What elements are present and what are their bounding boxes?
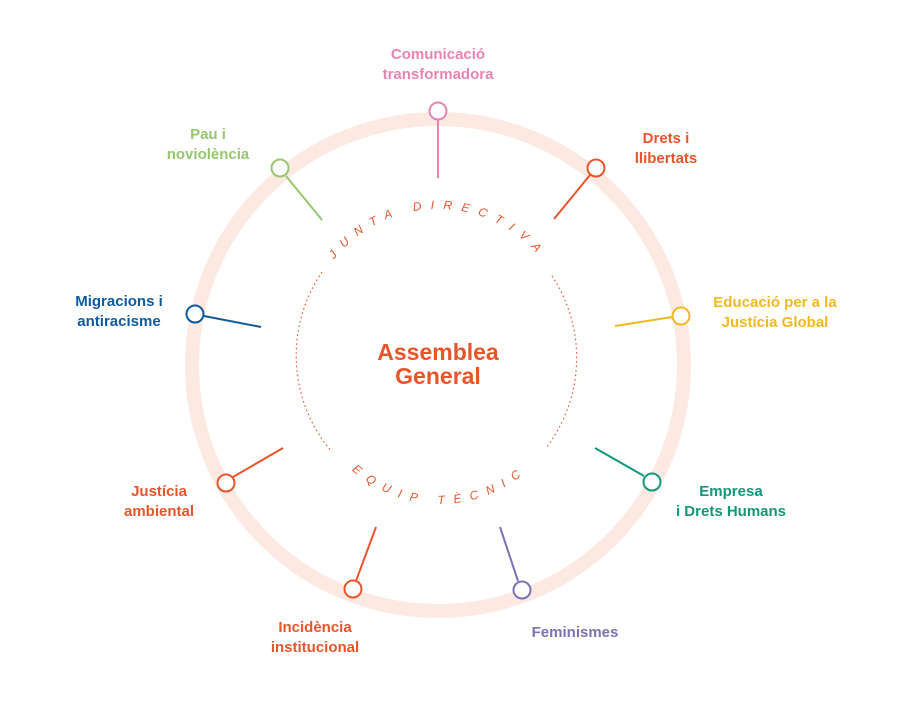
label-line2: institucional bbox=[270, 639, 360, 656]
spoke-line bbox=[285, 175, 323, 221]
circle-pin-icon bbox=[512, 580, 532, 600]
label-empresa: Empresa i Drets Humans bbox=[676, 482, 786, 522]
label-line1: Migracions i bbox=[75, 293, 163, 310]
label-line1: Empresa bbox=[699, 483, 763, 500]
junta-directiva-arc-text: JUNTA DIRECTIVA bbox=[325, 198, 550, 262]
circle-pin-icon bbox=[671, 306, 691, 326]
label-comunicacio: Comunicació transformadora bbox=[383, 45, 494, 85]
spoke-line bbox=[203, 315, 262, 328]
spoke-line bbox=[594, 447, 645, 477]
label-line1: Feminismes bbox=[531, 624, 619, 641]
circle-pin-icon bbox=[642, 472, 662, 492]
label-line2: llibertats bbox=[634, 150, 698, 167]
label-line2: ambiental bbox=[123, 503, 195, 520]
label-incidencia: Incidència institucional bbox=[271, 618, 359, 658]
label-line1: Pau i bbox=[190, 126, 226, 143]
node-pin-drets bbox=[553, 158, 606, 220]
label-educacio: Educació per a la Justícia Global bbox=[713, 293, 836, 333]
node-pin-comunicacio bbox=[428, 101, 448, 178]
equip-tecnic-arc-text: EQUIP TÈCNIC bbox=[350, 462, 531, 508]
label-line1: Incidència bbox=[278, 619, 352, 636]
circle-pin-icon bbox=[428, 101, 448, 121]
label-line2: Justícia Global bbox=[721, 314, 829, 331]
label-migracions: Migracions i antiracisme bbox=[75, 292, 163, 332]
circle-pin-icon bbox=[586, 158, 606, 178]
spoke-line bbox=[499, 526, 519, 582]
label-line1: Drets i bbox=[642, 130, 690, 147]
node-pin-incidencia bbox=[343, 526, 377, 599]
circle-pin-icon bbox=[185, 304, 205, 324]
node-pin-empresa bbox=[594, 447, 662, 492]
spoke-line bbox=[232, 447, 284, 478]
node-pin-justicia bbox=[216, 447, 284, 493]
label-line2: noviolència bbox=[166, 146, 250, 163]
label-line2: antiracisme bbox=[77, 313, 161, 330]
label-drets: Drets i llibertats bbox=[635, 129, 698, 169]
center-title-line2: General bbox=[395, 363, 481, 389]
circle-pin-icon bbox=[270, 158, 290, 178]
label-line1: Justícia bbox=[131, 483, 187, 500]
center-title-line1: Assemblea bbox=[377, 339, 499, 365]
spoke-line bbox=[553, 174, 591, 220]
inner-arc-left bbox=[295, 271, 333, 453]
label-justicia: Justícia ambiental bbox=[124, 482, 194, 522]
node-pin-feminismes bbox=[499, 526, 532, 600]
center-title: Assemblea General bbox=[377, 340, 498, 388]
circle-pin-icon bbox=[343, 579, 363, 599]
label-line1: Educació per a la bbox=[713, 294, 837, 311]
spoke-line bbox=[355, 526, 377, 582]
label-line2: i Drets Humans bbox=[675, 503, 787, 520]
node-pin-pau bbox=[270, 158, 323, 221]
label-line1: Comunicació bbox=[390, 46, 486, 63]
circle-pin-icon bbox=[216, 473, 236, 493]
node-pin-educacio bbox=[614, 306, 691, 327]
label-line2: transformadora bbox=[382, 66, 494, 83]
label-feminismes: Feminismes bbox=[532, 623, 619, 643]
spoke-line bbox=[614, 316, 673, 327]
inner-arc-right bbox=[545, 275, 578, 449]
label-pau: Pau i noviolència bbox=[167, 125, 250, 165]
node-pin-migracions bbox=[185, 304, 262, 328]
